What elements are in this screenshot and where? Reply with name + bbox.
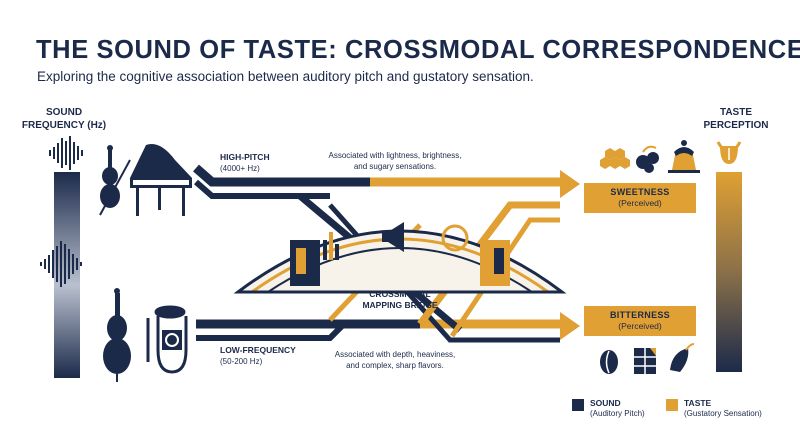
high-band-arrows xyxy=(193,164,580,199)
low-frequency-label: LOW-FREQUENCY (50-200 Hz) xyxy=(220,345,296,366)
honeycomb-icon xyxy=(600,148,630,169)
violin-icon xyxy=(99,145,131,216)
chocolate-icon xyxy=(634,348,656,374)
cello-icon xyxy=(103,288,131,382)
low-band-arrows xyxy=(196,312,580,341)
page-title: THE SOUND OF TASTE: CROSSMODAL CORRESPON… xyxy=(36,36,800,64)
tongue-icon xyxy=(716,141,742,164)
bitterness-box: BITTERNESS (Perceived) xyxy=(584,306,696,336)
high-pitch-description: Associated with lightness, brightness, a… xyxy=(328,151,462,171)
high-pitch-label: HIGH-PITCH (4000+ Hz) xyxy=(220,152,270,173)
bridge-label: CROSSMODAL MAPPING BRIDGE xyxy=(362,289,438,310)
sound-wave-low-icon xyxy=(40,241,82,287)
taste-perception-bar xyxy=(716,172,742,372)
legend-sound-swatch xyxy=(572,399,584,411)
chili-icon xyxy=(670,343,695,372)
taste-perception-label: TASTE PERCEPTION xyxy=(703,107,769,131)
coffee-bean-icon xyxy=(600,350,618,374)
legend-taste-swatch xyxy=(666,399,678,411)
legend-sound: SOUND (Auditory Pitch) xyxy=(590,398,645,418)
page-subtitle: Exploring the cognitive association betw… xyxy=(37,69,534,84)
sound-frequency-bar xyxy=(54,172,80,378)
pudding-icon xyxy=(668,140,700,173)
tuba-icon xyxy=(146,305,188,374)
legend-taste: TASTE (Gustatory Sensation) xyxy=(684,398,762,418)
sweetness-box: SWEETNESS (Perceived) xyxy=(584,183,696,213)
sound-wave-high-icon xyxy=(49,136,83,170)
berries-icon xyxy=(636,145,659,173)
crossmodal-bridge xyxy=(233,222,567,294)
grand-piano-icon xyxy=(130,144,192,216)
low-frequency-description: Associated with depth, heaviness, and co… xyxy=(334,350,456,370)
sound-frequency-label: SOUND FREQUENCY (Hz) xyxy=(21,107,107,131)
